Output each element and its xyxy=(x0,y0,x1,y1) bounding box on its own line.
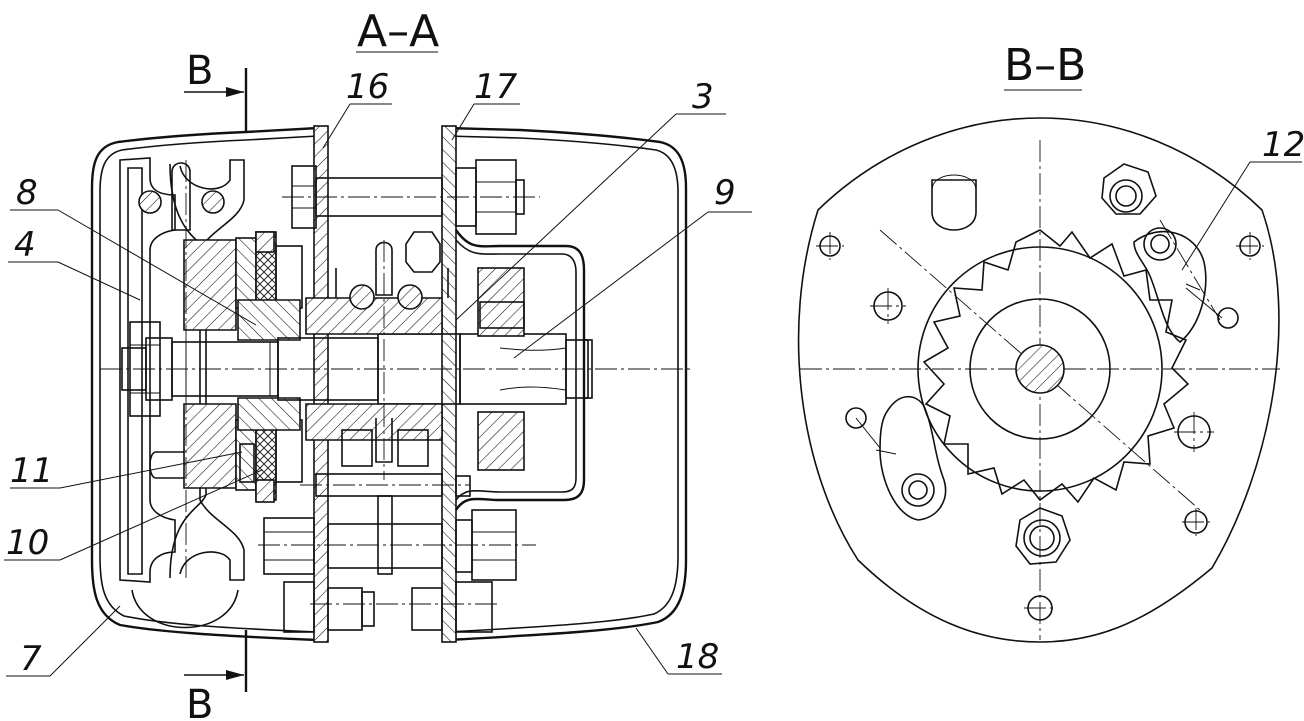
plate-17 xyxy=(441,125,457,643)
callout-4-label: 4 xyxy=(14,225,36,265)
callout-11: 11 xyxy=(10,451,243,491)
cutting-plane-marker-bottom: B xyxy=(184,630,248,721)
callout-7: 7 xyxy=(6,605,121,679)
callout-8-label: 8 xyxy=(16,173,38,213)
pawl-12 xyxy=(1133,227,1223,344)
bb-nut-top xyxy=(1101,163,1157,215)
callout-11-label: 11 xyxy=(10,451,53,491)
hub-pack xyxy=(183,231,303,503)
section-bb-view: B–B xyxy=(797,40,1304,643)
bb-slot xyxy=(931,179,977,231)
bb-nut-bottom xyxy=(1015,507,1071,565)
housing-right xyxy=(445,126,688,642)
bb-holes xyxy=(816,232,1264,621)
callout-16: 16 xyxy=(322,67,392,149)
cutting-plane-marker-top: B xyxy=(184,48,248,132)
pawl-left xyxy=(855,395,947,521)
callout-18-label: 18 xyxy=(676,637,719,677)
callout-12-label: 12 xyxy=(1262,125,1304,165)
housing-left xyxy=(90,126,319,642)
callout-3: 3 xyxy=(455,77,726,321)
cut-label-top: B xyxy=(186,48,213,94)
callout-18: 18 xyxy=(635,627,722,677)
section-aa-title: A–A xyxy=(357,6,439,57)
pulley-4 xyxy=(119,157,245,629)
callout-10: 10 xyxy=(4,469,263,563)
callout-17: 17 xyxy=(451,67,520,141)
callout-3-label: 3 xyxy=(692,77,714,117)
cut-label-bottom: B xyxy=(186,682,213,721)
lower-bolts xyxy=(263,473,517,633)
callout-17-label: 17 xyxy=(474,67,518,107)
callout-9: 9 xyxy=(513,173,752,359)
bb-plate-outline xyxy=(797,117,1280,643)
callout-8: 8 xyxy=(10,173,257,326)
plate-16 xyxy=(313,125,329,643)
cover-right xyxy=(454,229,593,511)
ratchet-wheel xyxy=(922,229,1190,504)
bearing-housing-3 xyxy=(305,241,449,467)
callout-4: 4 xyxy=(8,225,141,301)
callout-10-label: 10 xyxy=(6,523,49,563)
section-aa-view: A–A B B xyxy=(4,6,752,721)
callout-9-label: 9 xyxy=(714,173,736,213)
callout-16-label: 16 xyxy=(346,67,389,107)
section-bb-title: B–B xyxy=(1004,40,1086,91)
callout-7-label: 7 xyxy=(20,639,42,679)
callout-12: 12 xyxy=(1181,125,1304,271)
